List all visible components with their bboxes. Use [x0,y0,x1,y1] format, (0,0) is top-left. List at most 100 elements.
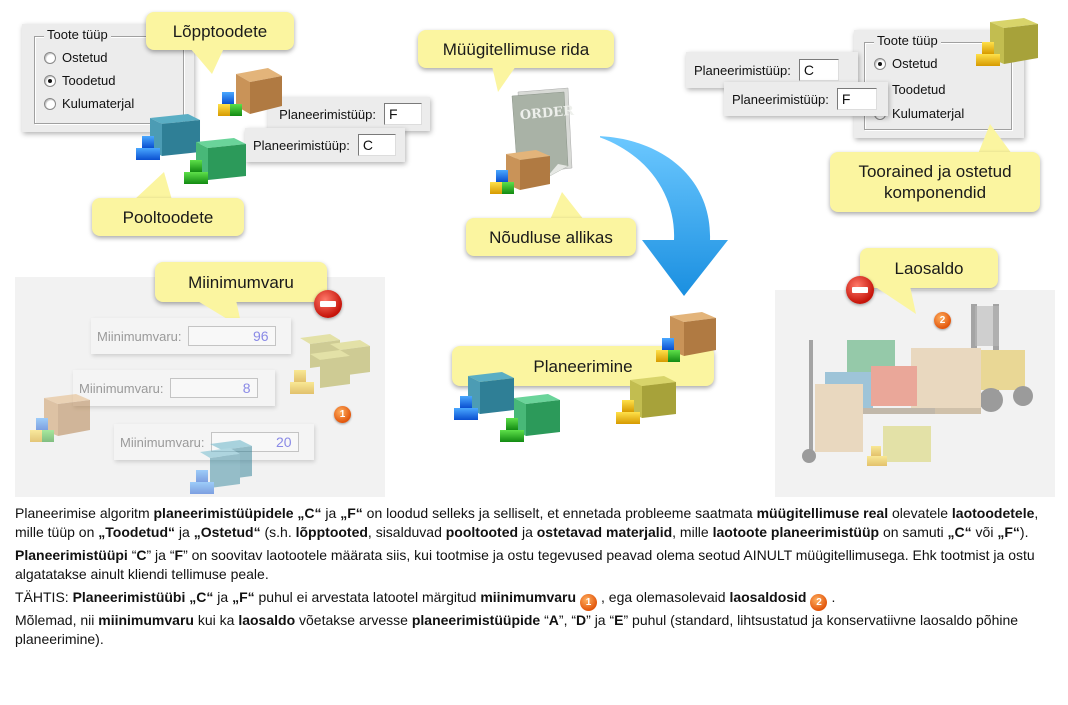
minimum-stock-field: Miinimumvaru: 8 [73,370,275,406]
bold-span: pooltooted [445,524,519,540]
warehouse-forklift-icon [802,304,1033,466]
semi-finished-crate-blue-icon [136,114,200,160]
text-span: , sisalduvad [367,524,446,540]
bold-span: „C“ [947,524,972,540]
planning-type-input-f[interactable]: F [384,103,422,125]
bold-span: E [614,612,624,628]
faded-blue-crates-icon [190,440,252,494]
text-span: , ega olemasolevaid [601,589,730,605]
bold-span: laosaldosid [729,589,807,605]
radio-button[interactable] [44,97,56,110]
badge-number: 2 [939,315,946,326]
paragraph-1: Planeerimise algoritm planeerimistüüpide… [15,504,1060,542]
callout-demand-source: Nõudluse allikas [466,218,636,256]
bold-span: „F“ [232,589,255,605]
bold-span: F [174,547,184,563]
input-value: C [362,137,373,153]
text-span: ). [1019,524,1029,540]
text-span: Mõlemad, nii [15,612,99,628]
planning-type-input-f[interactable]: F [836,88,877,110]
planning-brown-crate-icon [656,312,716,362]
left-group-title: Toote tüüp [44,27,111,42]
bold-span: „Toodetud“ [98,524,176,540]
bold-span: D [576,612,587,628]
bold-span: „F“ [997,524,1020,540]
text-span: kui ka [193,612,239,628]
field-label: Planeerimistüüp: [694,62,791,78]
callout-tail [874,286,916,314]
planning-type-input-c[interactable]: C [798,59,839,81]
callout-tail [190,48,224,74]
bold-span: A [548,612,559,628]
text-span: on samuti [879,524,948,540]
text-span: “ [540,612,549,628]
no-entry-icon [314,290,342,318]
text-span: ” ja “ [586,612,615,628]
input-value: F [841,91,851,107]
text-span: ja [213,589,233,605]
minimum-stock-input[interactable]: 8 [169,378,258,398]
bold-span: Planeerimistüüpi [15,547,128,563]
text-span: on loodud selleks ja selliselt, et ennet… [362,505,757,521]
left-radio-kulumaterjal[interactable]: Kulumaterjal [44,96,134,111]
order-crate-icon [490,150,550,194]
field-label: Planeerimistüüp: [732,91,829,107]
bold-span: miinimumvaru [98,612,194,628]
bold-span: planeerimistüüpide [411,612,541,628]
callout-text: Pooltoodete [122,207,214,227]
left-radio-toodetud[interactable]: Toodetud [44,73,116,88]
minimum-stock-field: Miinimumvaru: 96 [91,318,291,354]
text-span: . [831,589,836,605]
finished-goods-crate-icon [218,68,282,116]
bold-span: laosaldo [238,612,296,628]
radio-label: Toodetud [892,82,946,97]
bold-span: laotoodetele [951,505,1035,521]
raw-material-crate-icon [976,18,1038,66]
text-span: ja [518,524,537,540]
callout-tail [134,172,172,200]
faded-yellow-crates-icon [290,334,370,394]
faded-brown-crate-icon [30,394,90,442]
text-span: ” on soovitav laotootele määrata siis, k… [15,547,1035,582]
callout-tail [492,66,516,92]
bold-span: lõpptooted [295,524,368,540]
badge-1-icon: 1 [334,406,351,423]
planning-type-input-c[interactable]: C [357,134,396,156]
text-span: ” puhul (standard, lihtsustatud ja konse… [15,612,1019,647]
text-span: ”, “ [558,612,577,628]
field-label: Planeerimistüüp: [253,137,350,153]
bold-span: C [136,547,147,563]
order-document-icon: ORDER [511,87,575,179]
right-radio-ostetud[interactable]: Ostetud [874,56,938,71]
callout-tail [978,124,1012,154]
radio-button[interactable] [44,74,56,87]
bold-span: müügitellimuse real [756,505,889,521]
callout-stock-balance: Laosaldo [860,248,998,288]
callout-semi-finished: Pooltoodete [92,198,244,236]
bold-span: „F“ [340,505,363,521]
badge-2-icon: 2 [810,594,828,611]
right-planning-type-f-row: Planeerimistüüp: F [724,82,888,116]
text-span: ja [175,524,194,540]
radio-label: Ostetud [892,56,938,71]
bold-span: planeerimistüüpidele „C“ [153,505,322,521]
callout-tail [550,192,584,220]
right-group-title: Toote tüüp [874,33,941,48]
text-span: või [971,524,998,540]
planning-green-crate-icon [500,394,560,442]
left-radio-ostetud[interactable]: Ostetud [44,50,108,65]
radio-label: Ostetud [62,50,108,65]
callout-text: Miinimumvaru [188,272,294,292]
bold-span: ostetavad materjalid [536,524,673,540]
curved-arrow-icon [600,136,728,296]
badge-1-icon: 1 [580,594,598,611]
minimum-stock-input[interactable]: 96 [187,326,276,346]
callout-text: Lõpptoodete [172,21,268,41]
text-span: (s.h. [260,524,296,540]
radio-button[interactable] [874,57,886,70]
field-label: Miinimumvaru: [120,434,205,450]
text-span: puhul ei arvestata latootel märgitud [254,589,481,605]
field-label: Miinimumvaru: [79,380,164,396]
input-value: 8 [242,380,251,396]
radio-button[interactable] [44,51,56,64]
